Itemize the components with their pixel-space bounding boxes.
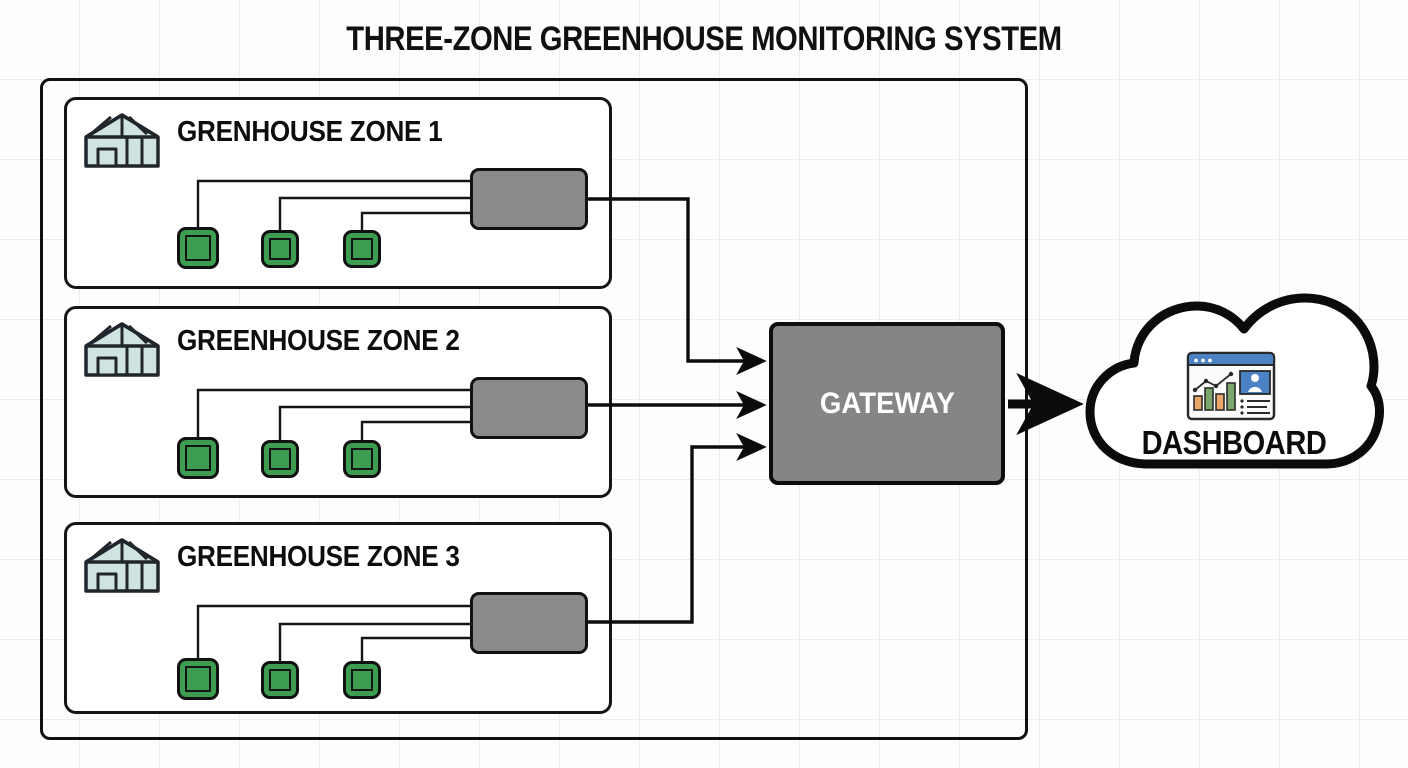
sensor-core xyxy=(351,448,373,470)
zone-1-hub[interactable] xyxy=(470,168,588,230)
dashboard-label: DASHBOARD xyxy=(1141,424,1327,461)
zone-2-hub[interactable] xyxy=(470,377,588,439)
zone-title: GREENHOUSE ZONE 3 xyxy=(177,541,460,573)
sensor-core xyxy=(269,669,291,691)
sensor-core xyxy=(351,669,373,691)
sensor-core xyxy=(185,235,211,261)
zone-2-sensor-3[interactable] xyxy=(343,440,381,478)
zone-2-sensor-1[interactable] xyxy=(177,437,219,479)
greenhouse-icon xyxy=(84,113,160,168)
page-title: THREE-ZONE GREENHOUSE MONITORING SYSTEM xyxy=(346,20,1062,58)
zone-3-sensor-2[interactable] xyxy=(261,661,299,699)
sensor-core xyxy=(269,448,291,470)
sensor-core xyxy=(185,666,211,692)
zone-1-sensor-1[interactable] xyxy=(177,227,219,269)
greenhouse-icon xyxy=(84,322,160,377)
zone-title: GRENHOUSE ZONE 1 xyxy=(177,116,443,148)
zone-3-sensor-1[interactable] xyxy=(177,658,219,700)
greenhouse-icon xyxy=(84,538,160,593)
zone-1-sensor-2[interactable] xyxy=(261,230,299,268)
zone-3-sensor-3[interactable] xyxy=(343,661,381,699)
zone-title: GREENHOUSE ZONE 2 xyxy=(177,325,460,357)
gateway-label: GATEWAY xyxy=(819,386,955,420)
gateway-box[interactable]: GATEWAY xyxy=(769,322,1005,485)
dashboard-window-icon xyxy=(1186,351,1276,421)
zone-1-sensor-3[interactable] xyxy=(343,230,381,268)
sensor-core xyxy=(269,238,291,260)
sensor-core xyxy=(351,238,373,260)
zone-3-hub[interactable] xyxy=(470,592,588,654)
zone-2-sensor-2[interactable] xyxy=(261,440,299,478)
dashboard-cloud[interactable]: DASHBOARD xyxy=(1078,288,1390,488)
sensor-core xyxy=(185,445,211,471)
